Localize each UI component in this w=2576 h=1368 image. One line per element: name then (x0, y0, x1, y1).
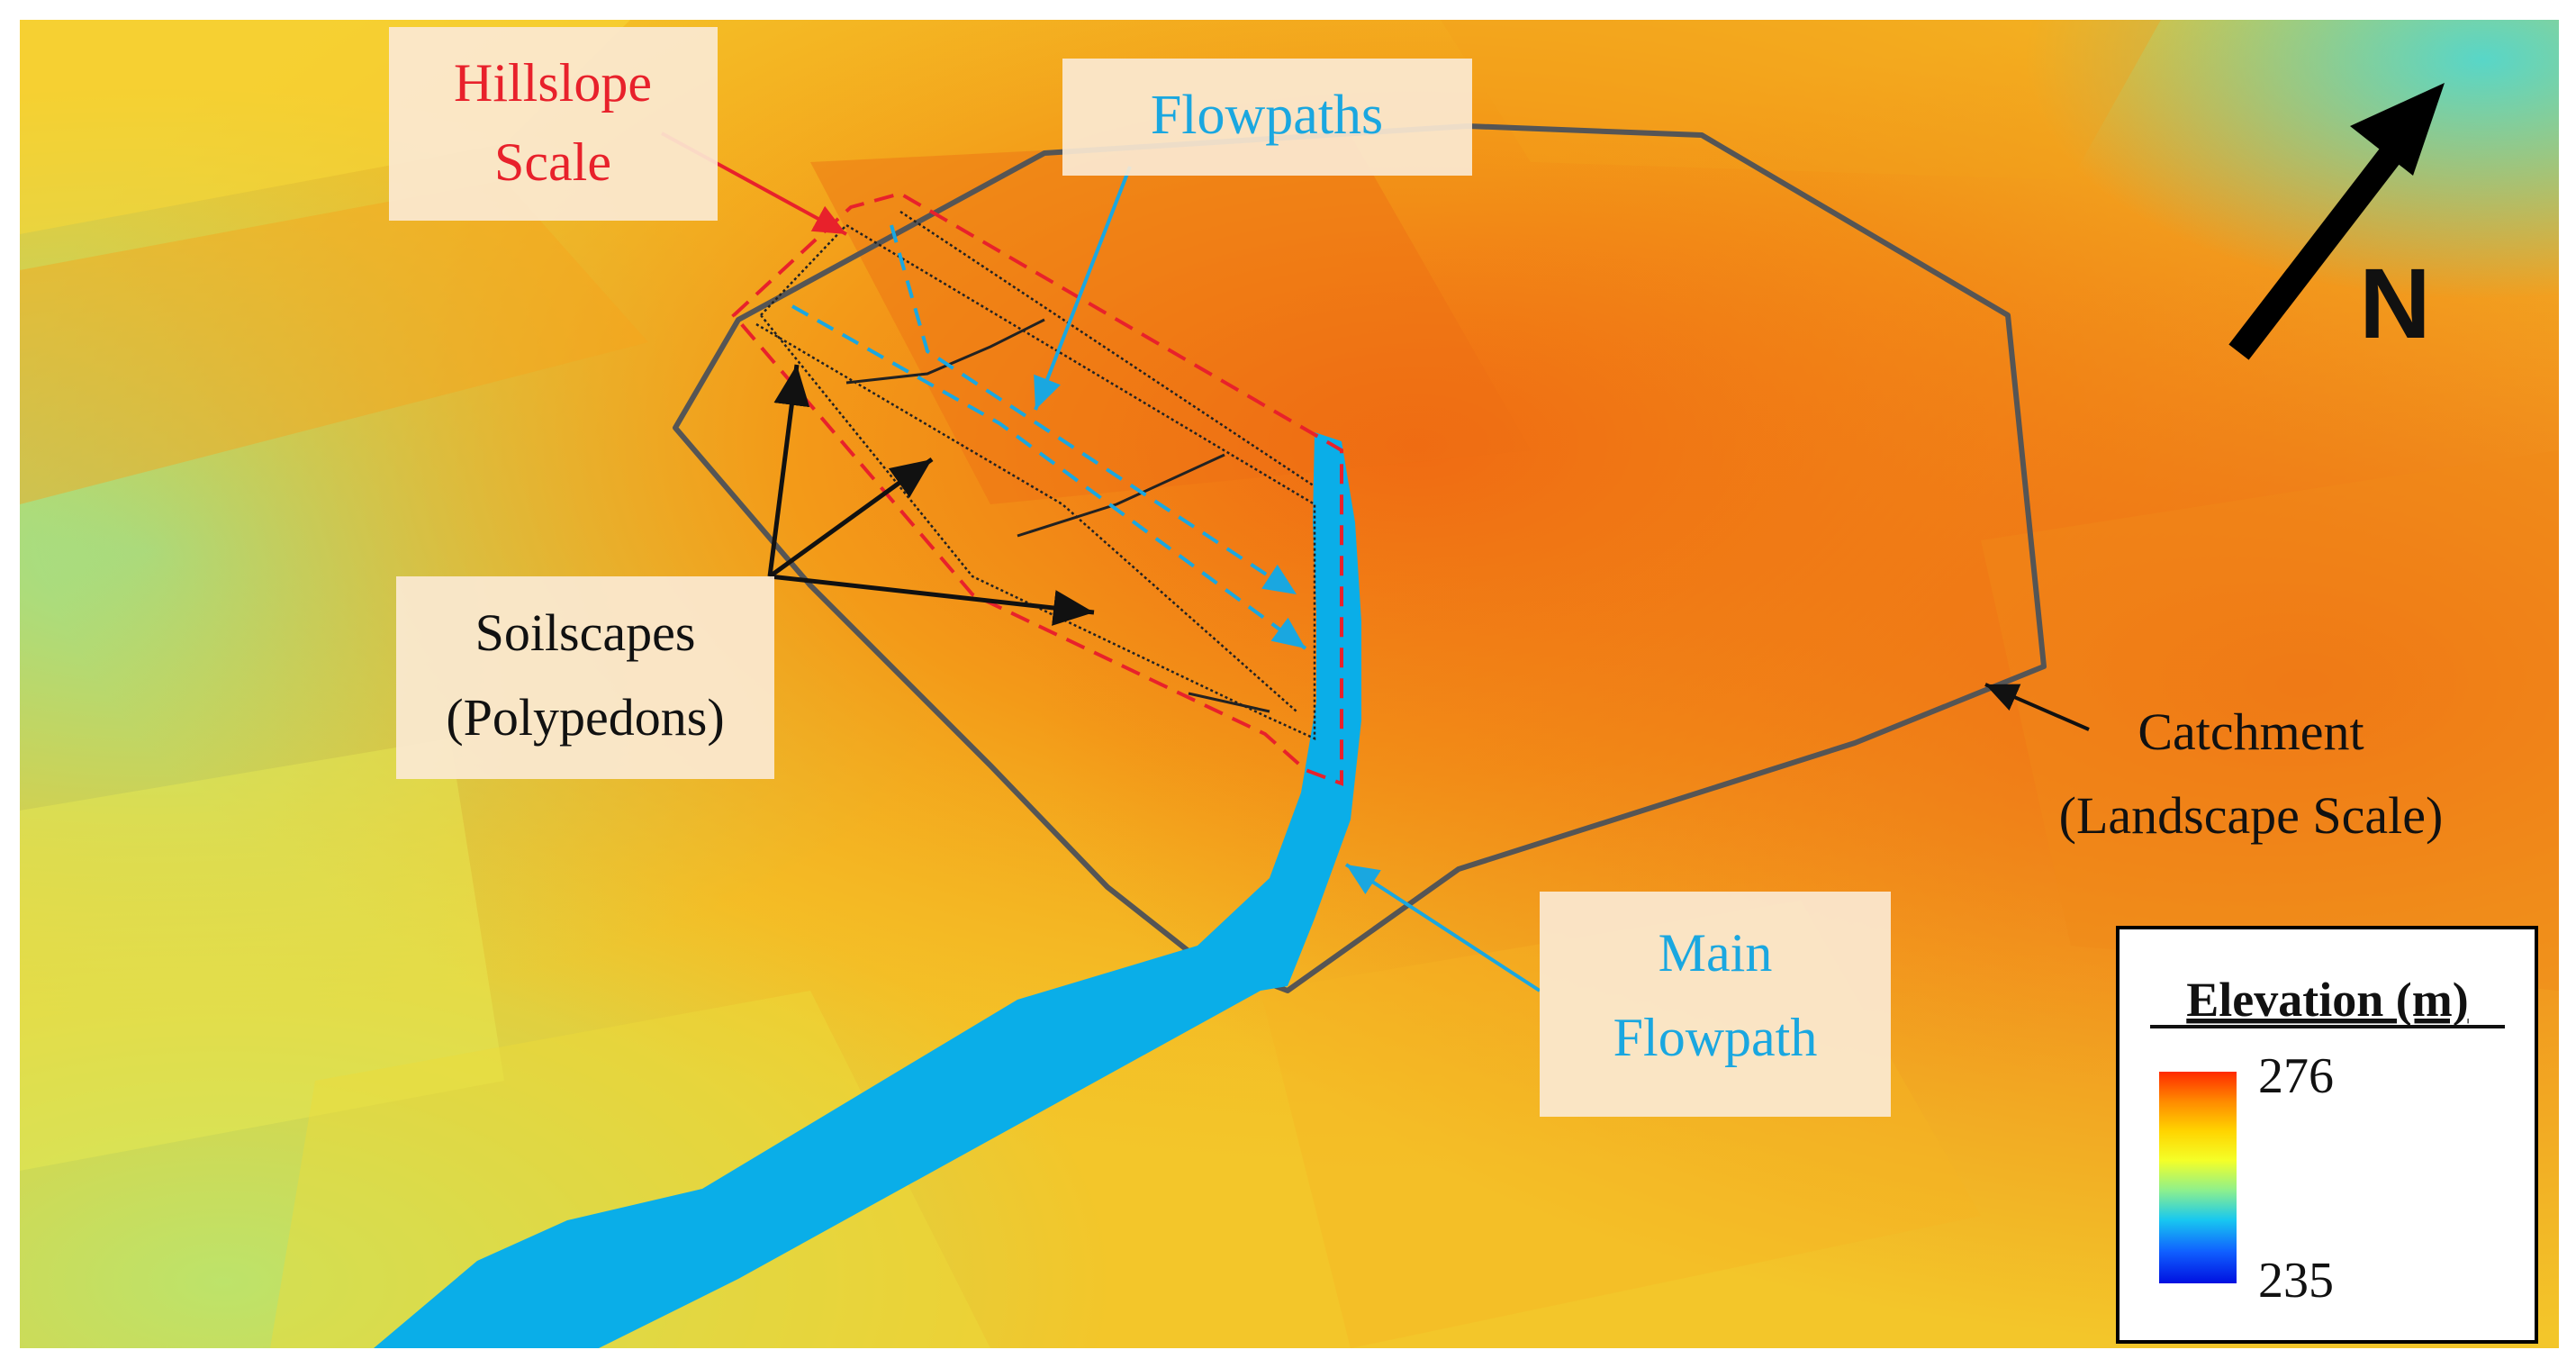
soilscape-dividers (845, 318, 1270, 713)
flowpath-lines (791, 224, 1307, 650)
soilscape-polygons (755, 210, 1316, 740)
catchment-arrow (1984, 683, 2090, 731)
main-flowpath-arrow (1344, 863, 1541, 992)
hillslope-label-line2: Scale (494, 132, 611, 192)
legend-min-label: 235 (2258, 1253, 2334, 1309)
soilscapes-label-box (396, 576, 774, 779)
hillslope-outline (731, 191, 1343, 786)
soilscapes-label-line1: Soilscapes (475, 603, 696, 662)
main-flowpath-label-line2: Flowpath (1613, 1008, 1818, 1067)
main-flowpath-channel (374, 432, 1361, 1348)
elevation-legend: Elevation (m) 276 235 (2116, 926, 2538, 1344)
flowpaths-label: Flowpaths (1151, 85, 1383, 146)
north-label: N (2359, 249, 2430, 359)
soilscapes-label-line2: (Polypedons) (446, 688, 724, 747)
catchment-label-line1: Catchment (2138, 702, 2364, 761)
hillslope-label-box (389, 27, 718, 221)
north-arrow-icon (2228, 83, 2445, 360)
legend-title: Elevation (m) (2186, 973, 2468, 1027)
legend-max-label: 276 (2258, 1048, 2334, 1104)
legend-color-ramp (2159, 1072, 2237, 1283)
main-flowpath-label-box (1540, 892, 1891, 1117)
soilscape-arrows (767, 364, 1095, 626)
hillslope-label-line1: Hillslope (454, 53, 652, 113)
catchment-label-line2: (Landscape Scale) (2059, 786, 2444, 845)
flowpaths-arrow (1034, 166, 1132, 411)
flowpaths-label-box (1062, 59, 1472, 176)
main-flowpath-label-line1: Main (1659, 923, 1773, 983)
